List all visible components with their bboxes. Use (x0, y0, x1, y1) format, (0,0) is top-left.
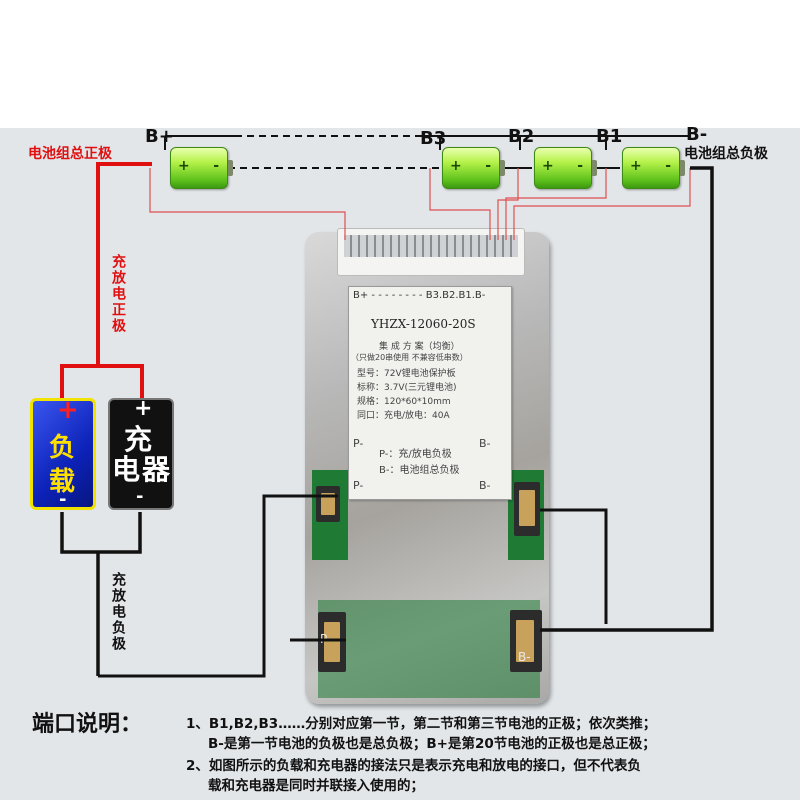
pad-b-minus-lower (510, 610, 542, 672)
charger-text-2: 电 (112, 453, 141, 486)
battery-cell-top: + - (170, 147, 233, 189)
load-minus-sign: - (59, 489, 67, 510)
sense-b1 (505, 168, 607, 240)
card-desc-p: P-：充/放电负极 (379, 449, 452, 460)
pad-p-minus-lower (318, 612, 346, 672)
charger-device: + 充 电 器 - (108, 396, 174, 510)
card-model: YHZX-12060-20S (371, 317, 476, 331)
battery-cell-b3: + - (442, 147, 505, 189)
legend-title: 端口说明： (32, 712, 143, 737)
positive-split (60, 364, 144, 398)
card-port-p2: P- (353, 479, 364, 492)
card-port-p: P- (353, 437, 364, 450)
b-minus-upper-wire (540, 508, 608, 624)
pack-negative-wire (540, 166, 714, 632)
legend-line-1: 1、B1,B2,B3……分别对应第一节，第二节和第三节电池的正极；依次类推； (186, 716, 657, 732)
charger-plus-sign: + (134, 396, 153, 421)
charger-minus-sign: - (136, 486, 144, 507)
charge-discharge-negative-label: 充放电负极 (110, 572, 126, 652)
pcb-edge-bottom (318, 600, 540, 698)
node-b2: B2 (508, 126, 535, 147)
connector-pins (344, 235, 518, 257)
load-text-1: 负 (49, 433, 76, 463)
node-b-minus: B- (686, 124, 708, 145)
legend-line-2: B-是第一节电池的负极也是总负极；B+是第20节电池的正极也是总正极； (208, 736, 656, 752)
card-header: B+ - - - - - - - - B3.B2.B1.B- (353, 290, 486, 301)
balance-connector (337, 228, 525, 276)
node-b3: B3 (420, 128, 447, 149)
pad-p-minus-upper (316, 486, 340, 522)
card-spec-size: 规格：120*60*10mm (357, 397, 451, 407)
sense-b-plus (149, 168, 346, 240)
sense-b2 (497, 168, 519, 240)
battery-cell-b2: + - (534, 147, 597, 189)
charge-discharge-positive-label: 充放电正极 (110, 254, 126, 334)
cell-pos-sign: + (630, 158, 642, 174)
card-port-b: B- (479, 437, 491, 450)
cell-neg-sign: - (485, 158, 491, 174)
card-scheme: 集 成 方 案（均衡） (379, 342, 460, 352)
cell-neg-sign: - (577, 158, 583, 174)
battery-cell-b1: + - (622, 147, 685, 189)
sense-b3 (429, 168, 491, 240)
positive-main (96, 162, 152, 366)
node-b1: B1 (596, 126, 623, 147)
charger-text-1: 充 (124, 423, 153, 456)
sense-b-minus (513, 168, 691, 240)
cell-neg-sign: - (665, 158, 671, 174)
card-desc-b: B-：电池组总负极 (379, 465, 460, 476)
load-plus-sign: + (57, 395, 79, 425)
node-b-plus: B+ (145, 126, 174, 147)
card-note: （只做20串使用 不兼容低串数） (351, 353, 468, 362)
charger-text-3: 器 (142, 453, 171, 486)
load-negative-split (60, 512, 142, 554)
pack-negative-label: 电池组总负极 (684, 146, 768, 162)
card-spec-cell: 标称：3.7V(三元锂电池) (357, 383, 457, 393)
pad-b-minus-upper (514, 482, 540, 536)
card-spec-type: 型号：72V锂电池保护板 (357, 369, 456, 379)
pack-positive-label: 电池组总正极 (28, 146, 112, 162)
legend-line-3: 2、如图所示的负载和充电器的接法只是表示充电和放电的接口，但不代表负 (186, 758, 641, 774)
board-label-card: B+ - - - - - - - - B3.B2.B1.B- YHZX-1206… (348, 286, 512, 500)
card-port-b2: B- (479, 479, 491, 492)
cell-pos-sign: + (450, 158, 462, 174)
card-spec-port: 同口：充电/放电：40A (357, 411, 450, 421)
legend-line-4: 载和充电器是同时并联接入使用的； (208, 778, 424, 794)
p-minus-upper-wire (98, 494, 338, 678)
load-text-2: 载 (49, 467, 76, 497)
pad-b-label: B- (518, 650, 531, 664)
top-white-band (0, 0, 800, 128)
cell-pos-sign: + (542, 158, 554, 174)
cell-pos-sign: + (178, 158, 190, 174)
load-device: + 负 载 - (30, 395, 96, 510)
cell-neg-sign: - (213, 158, 219, 174)
